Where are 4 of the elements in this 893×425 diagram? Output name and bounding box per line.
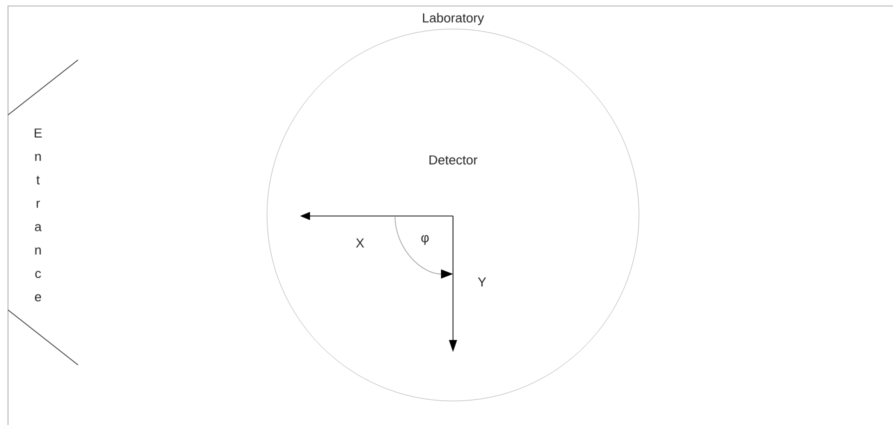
entrance-label: Entrance — [34, 128, 42, 302]
axis-label: X — [356, 238, 364, 248]
angle-label: φ — [421, 235, 429, 245]
axis-label: Y — [478, 278, 486, 286]
